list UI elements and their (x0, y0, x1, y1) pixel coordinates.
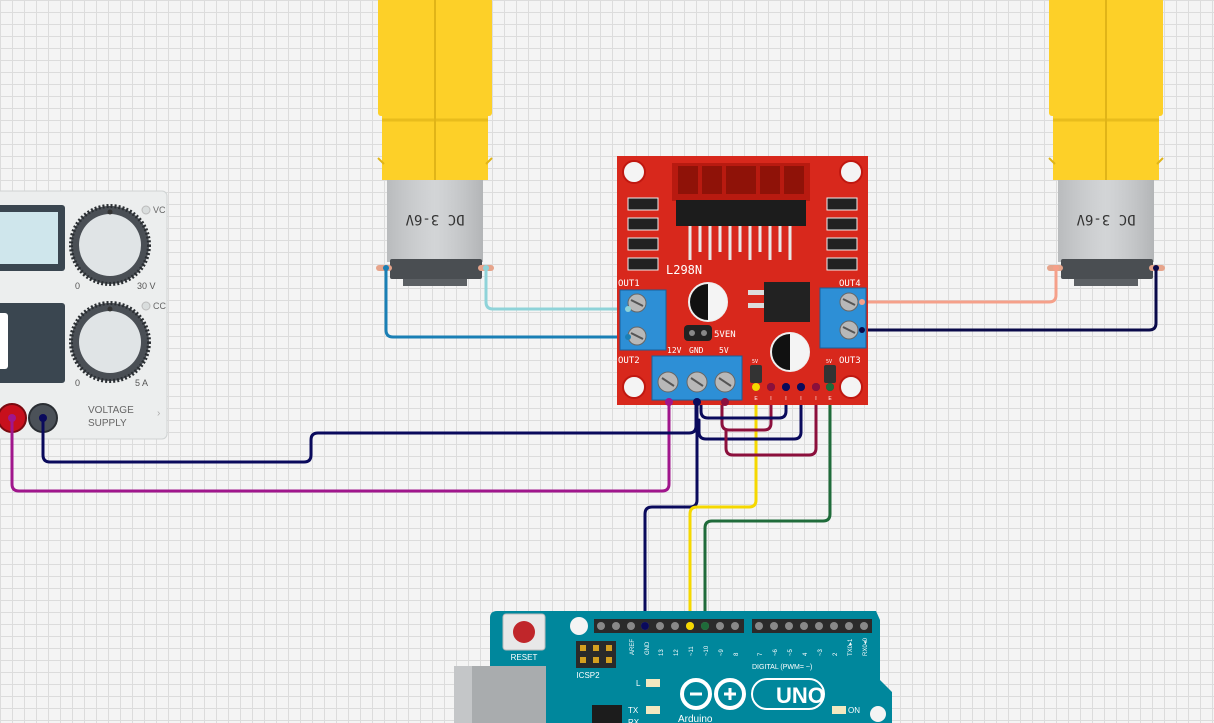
arduino-pin-label: 12 (674, 649, 680, 656)
wire-out1-motor-left[interactable] (484, 266, 630, 311)
motor-left[interactable] (376, 0, 494, 286)
arduino-pin-label: 2 (833, 652, 839, 656)
svg-text:E: E (754, 396, 758, 402)
voltage-knob[interactable] (69, 204, 151, 286)
arduino-pin-label: TX0▸1 (848, 638, 854, 656)
supply-label-line1: VOLTAGE (88, 405, 134, 416)
knob2-min-label: 0 (75, 378, 80, 388)
arduino-pin-label: ~3 (818, 648, 824, 656)
motor-right-label: DC 3-6V (1076, 211, 1136, 227)
reset-label: RESET (511, 653, 538, 662)
current-knob[interactable] (69, 301, 151, 383)
arduino-pin-label: 7 (758, 652, 764, 656)
arduino-pin-label: 8 (734, 652, 740, 656)
knob1-max-label: 30 V (137, 281, 156, 291)
power-gnd-label: GND (689, 346, 704, 355)
arduino-pin-label: ~9 (719, 648, 725, 656)
aref-label: AREF (630, 639, 636, 655)
svg-text:I: I (815, 396, 816, 402)
arduino-pin-label: RX0◂0 (863, 637, 869, 656)
wire-out3-motor-right[interactable] (860, 266, 1158, 332)
supply-label-line2: SUPPLY (88, 418, 127, 429)
arduino-pin-label: ~11 (689, 646, 695, 656)
wire-ena-pin11[interactable] (688, 385, 758, 628)
out4-label: OUT4 (839, 279, 861, 289)
chip-label: L298N (666, 263, 702, 277)
wire-supply-positive-12v[interactable] (10, 400, 671, 493)
digital-label: DIGITAL (PWM= ~) (752, 664, 812, 671)
small-5v-right-label: 5V (826, 359, 832, 365)
motor-right[interactable] (1047, 0, 1165, 286)
svg-text:I: I (800, 396, 801, 402)
voltage-supply[interactable]: 0 30 V VC 0 5 A CC VOLTAGE SUPPLY › (0, 190, 168, 440)
wires (10, 266, 1158, 628)
svg-text:E: E (828, 396, 832, 402)
out2-label: OUT2 (618, 356, 640, 366)
arduino-brand-label: Arduino (678, 714, 713, 723)
uno-label: UNO (776, 683, 825, 708)
arduino-pin-label: ~6 (773, 648, 779, 656)
knob2-max-label: 5 A (135, 378, 148, 388)
out3-label: OUT3 (839, 356, 861, 366)
wire-endpoints (8, 265, 1159, 422)
arduino-pin11-wire-end (686, 622, 694, 630)
arduino-pin-labels: 13 12 ~11 ~10 ~9 8 7 ~6 ~5 4 ~3 2 TX0▸1 RX0◂0 (659, 637, 869, 656)
arduino-pin-label: ~10 (704, 645, 710, 656)
wire-supply-ground[interactable] (41, 400, 698, 464)
gnd-pin-label: GND (645, 641, 651, 655)
chevron-right-icon: › (157, 408, 160, 419)
wire-out2-motor-left[interactable] (384, 266, 630, 339)
rx-led-label: RX (628, 718, 640, 723)
wire-ground-arduino[interactable] (643, 400, 699, 628)
power-5v-label: 5V (719, 346, 729, 355)
motor-left-label: DC 3-6V (405, 211, 465, 227)
small-5v-left-label: 5V (752, 359, 758, 365)
arduino-gnd-wire-end (641, 622, 649, 630)
wire-loop-1[interactable] (720, 385, 773, 432)
vc-indicator (141, 205, 151, 215)
arduino-pin10-wire-end (701, 622, 709, 630)
wire-loop-4[interactable] (724, 385, 818, 457)
current-display (0, 303, 65, 383)
svg-text:I: I (785, 396, 786, 402)
svg-text:I: I (770, 396, 771, 402)
sven-label: 5VEN (714, 330, 736, 340)
icsp2-label: ICSP2 (576, 671, 600, 680)
arduino-uno[interactable] (454, 611, 892, 723)
vc-label: VC (153, 205, 166, 215)
arduino-pin-label: ~5 (788, 648, 794, 656)
power-12v-label: 12V (667, 346, 682, 355)
arduino-pin-label: 4 (803, 652, 809, 656)
l-led-label: L (636, 679, 641, 688)
wire-out4-motor-right[interactable] (860, 266, 1058, 304)
wire-loop-3[interactable] (697, 385, 803, 441)
arduino-pin-label: 13 (659, 649, 665, 656)
on-led-label: ON (848, 706, 860, 715)
cc-label: CC (153, 301, 166, 311)
cc-indicator (141, 301, 151, 311)
wire-enb-pin10[interactable] (703, 385, 832, 628)
wire-loop-2[interactable] (699, 385, 788, 420)
knob1-min-label: 0 (75, 281, 80, 291)
out1-label: OUT1 (618, 279, 640, 289)
tx-led-label: TX (628, 706, 639, 715)
